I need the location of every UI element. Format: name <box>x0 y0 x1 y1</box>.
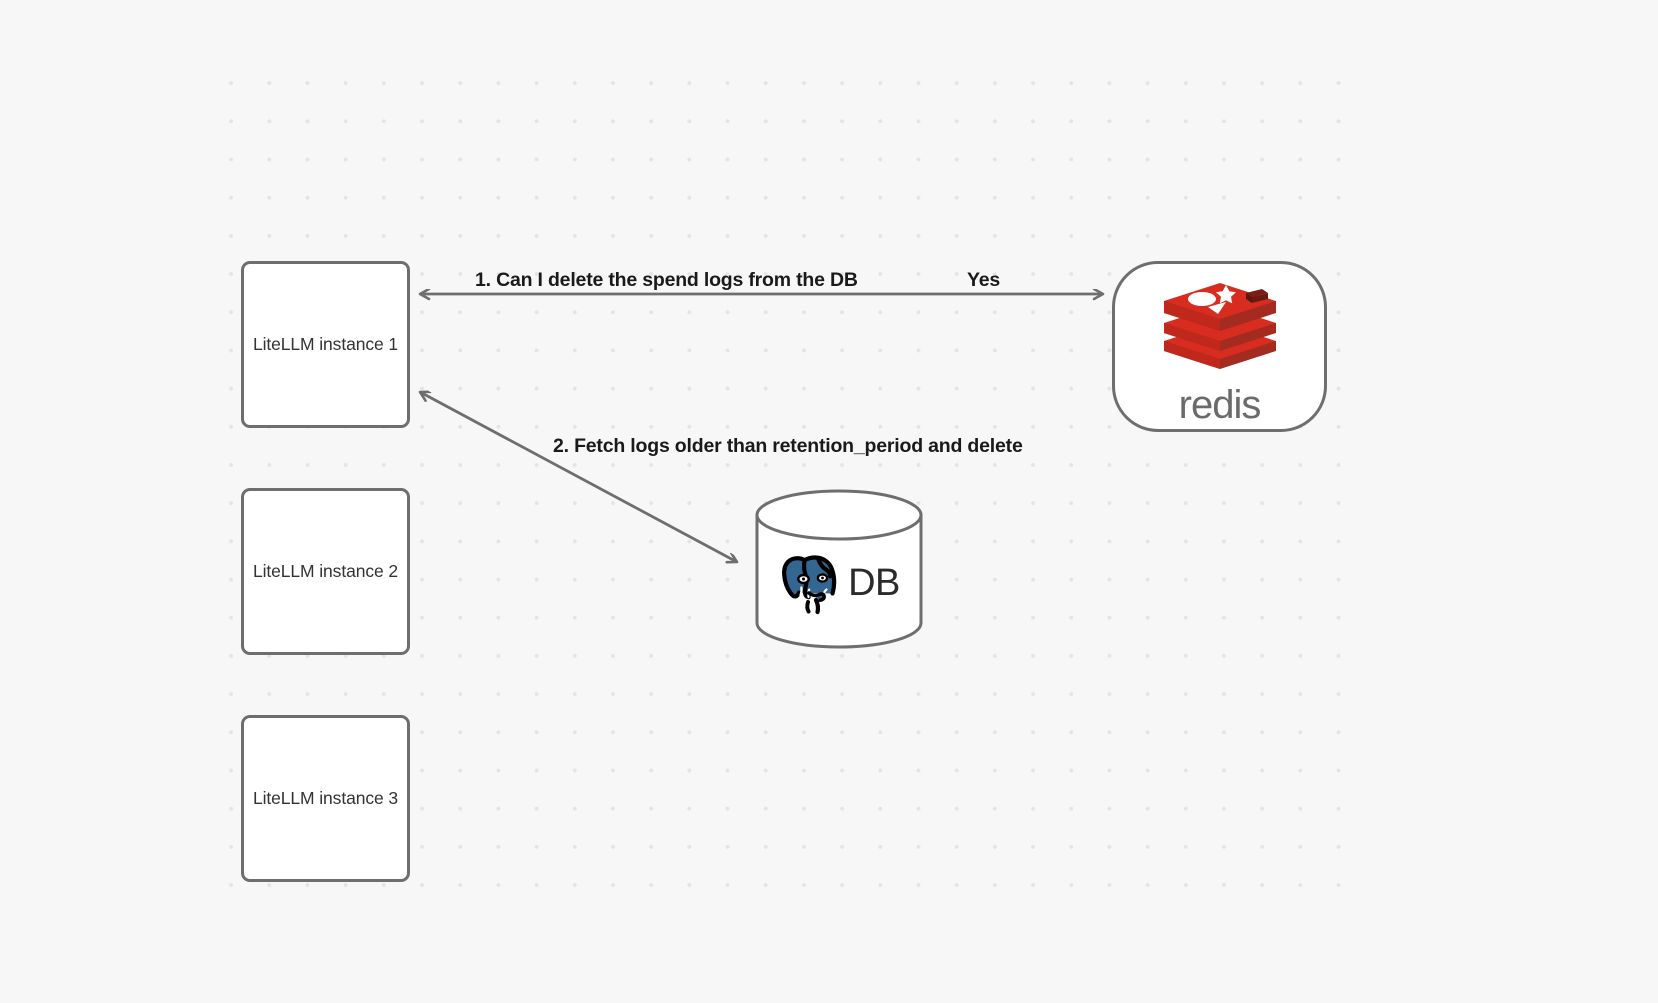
redis-wordmark: redis <box>1178 382 1262 427</box>
redis-logo-icon <box>1163 282 1276 369</box>
node-database[interactable]: DB <box>754 489 924 649</box>
node-label: LiteLLM instance 2 <box>252 561 399 581</box>
edge-label-yes: Yes <box>967 269 1001 291</box>
node-label: LiteLLM instance 3 <box>252 788 399 808</box>
node-litellm-instance-1[interactable]: LiteLLM instance 1 <box>241 261 410 428</box>
cylinder-shape <box>755 489 923 649</box>
edge-litellm1-db <box>420 392 737 562</box>
db-logo-and-label: DB <box>754 547 924 619</box>
postgresql-elephant-icon <box>782 555 837 615</box>
edge-label-step-2: 2. Fetch logs older than retention_perio… <box>553 435 1023 457</box>
edge-label-step-1: 1. Can I delete the spend logs from the … <box>475 269 858 291</box>
node-label: LiteLLM instance 1 <box>252 334 399 354</box>
node-litellm-instance-3[interactable]: LiteLLM instance 3 <box>241 715 410 882</box>
node-litellm-instance-2[interactable]: LiteLLM instance 2 <box>241 488 410 655</box>
node-redis[interactable]: redis <box>1112 261 1327 432</box>
db-label: DB <box>848 561 900 604</box>
